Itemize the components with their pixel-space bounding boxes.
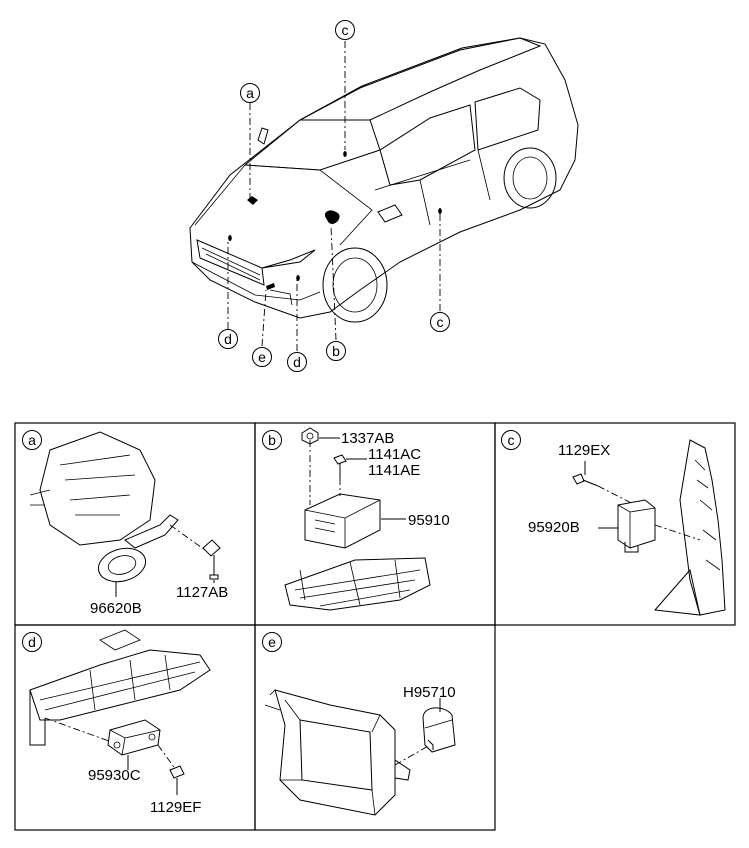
panel-letter: d xyxy=(28,634,36,650)
panel-letter: e xyxy=(268,634,276,650)
panel-a: a 1127AB 96620B xyxy=(22,430,228,617)
panel-b: b 1337AB 1141AC 1141AE 95910 xyxy=(262,427,450,611)
panel-letter: c xyxy=(508,432,515,448)
callout-d-right: d xyxy=(287,352,307,372)
callout-label: c xyxy=(342,22,349,38)
panel-e: e H95710 xyxy=(262,632,456,816)
part-number-1141AE: 1141AE xyxy=(368,462,420,479)
callout-label: d xyxy=(293,354,301,370)
panel-grid xyxy=(14,422,736,831)
part-number-96620B: 96620B xyxy=(90,600,142,617)
part-number-1337AB: 1337AB xyxy=(341,430,394,447)
callout-label: e xyxy=(258,349,266,365)
callout-a-top: a xyxy=(240,83,260,103)
callout-c-top: c xyxy=(335,20,355,40)
callout-label: c xyxy=(437,314,444,330)
panel-letter: a xyxy=(28,432,36,448)
callout-label: a xyxy=(246,85,254,101)
callout-e: e xyxy=(252,347,272,367)
part-number-1127AB: 1127AB xyxy=(176,584,228,601)
part-number-1129EX: 1129EX xyxy=(558,442,610,459)
callout-b: b xyxy=(326,341,346,361)
panel-c: c 1129EX 95920B xyxy=(501,430,726,616)
part-number-95920B: 95920B xyxy=(528,519,580,536)
part-number-95930C: 95930C xyxy=(88,767,141,784)
callout-label: d xyxy=(224,331,232,347)
part-number-1141AC: 1141AC xyxy=(368,446,421,463)
panel-letter: b xyxy=(268,432,276,448)
part-number-1129EF: 1129EF xyxy=(150,799,201,816)
car-illustration xyxy=(189,37,579,323)
part-number-H95710: H95710 xyxy=(403,684,456,701)
callout-d-left: d xyxy=(218,329,238,349)
panel-d: d 95930C 1129EF xyxy=(22,629,211,816)
callout-leaders xyxy=(227,41,441,351)
callout-c-right: c xyxy=(430,312,450,332)
callout-label: b xyxy=(332,343,340,359)
part-number-95910: 95910 xyxy=(408,512,450,529)
